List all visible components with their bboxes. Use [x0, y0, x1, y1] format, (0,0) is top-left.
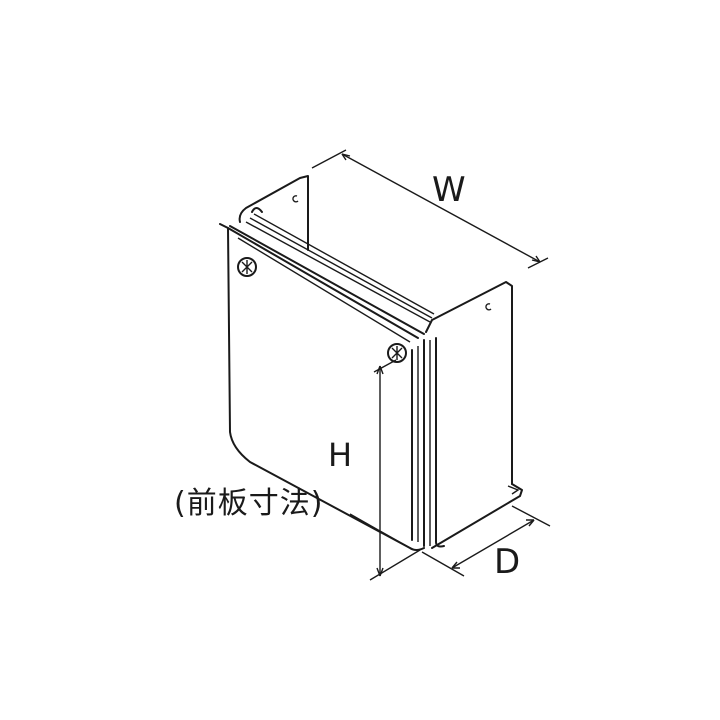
- screw-icon: [237, 257, 257, 277]
- height-label: H: [328, 436, 353, 474]
- right-flange: [425, 281, 513, 485]
- d-dimension: [421, 505, 551, 577]
- depth-label: D: [494, 542, 521, 582]
- screw-icon: [387, 343, 407, 363]
- width-label: W: [432, 170, 466, 210]
- front-panel: [219, 223, 425, 551]
- left-flange: [238, 175, 309, 251]
- w-dimension: [311, 149, 549, 269]
- top-rail: [229, 225, 425, 335]
- mount-hole-icon: [292, 195, 299, 203]
- mount-hole-icon: [485, 303, 492, 311]
- height-note-label: (前板寸法): [174, 486, 324, 521]
